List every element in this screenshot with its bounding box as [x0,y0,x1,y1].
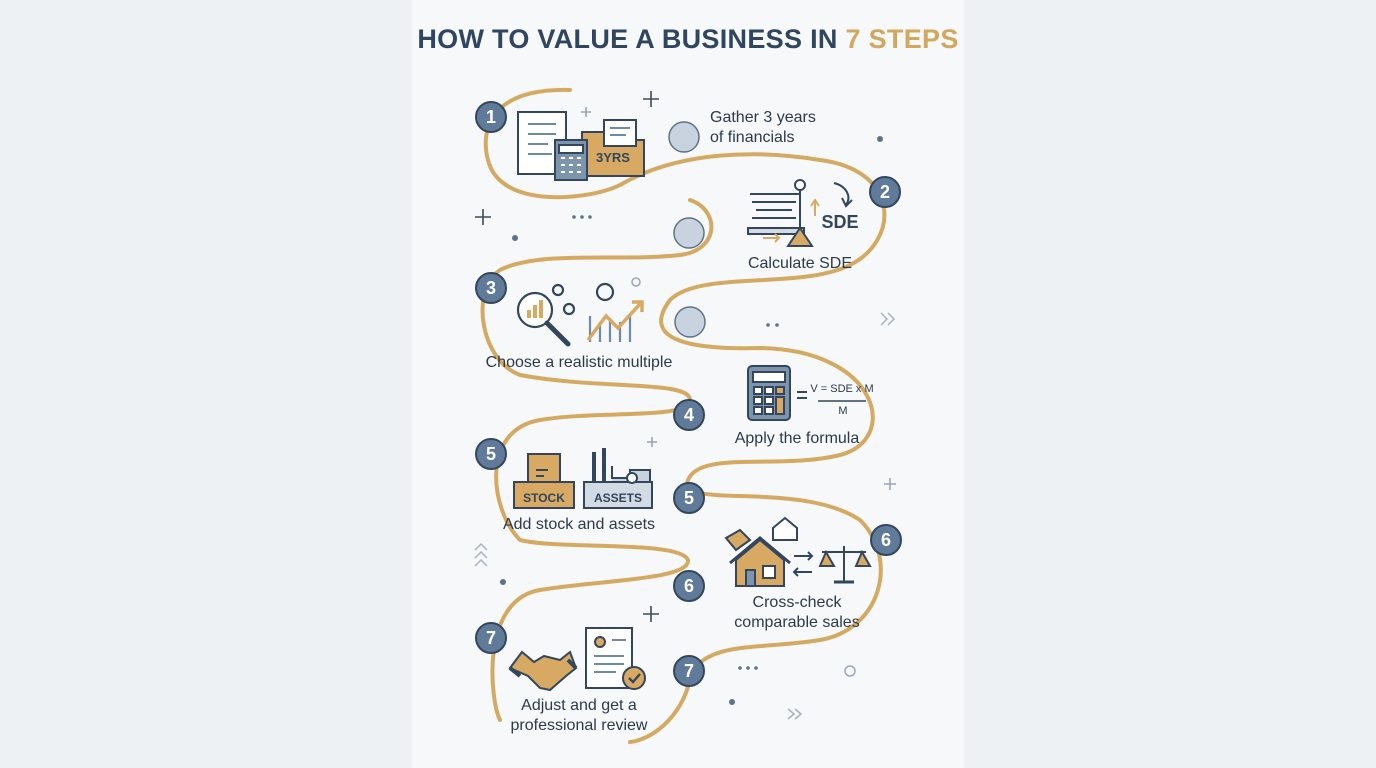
decor-rings [631,277,856,677]
step-1-label: Gather 3 years of financials [710,108,816,148]
step-7-label-line-2: professional review [510,717,648,734]
title-main: HOW TO VALUE A BUSINESS IN [417,24,846,54]
step-badge-1: 1 [475,101,507,133]
step-1-label-line-2: of financials [710,129,795,146]
boxes-factory-icon [513,448,653,509]
step-6-label-line-2: comparable sales [734,614,860,631]
step-6-label: Cross-check comparable sales [718,593,876,633]
path-dots [668,121,706,338]
documents-folder-calculator-icon [517,111,645,181]
step-6-label-line-1: Cross-check [752,594,842,611]
step-2-label: Calculate SDE [747,255,853,272]
step-badge-5-left: 5 [475,438,507,470]
magnifier-growth-chart-icon [516,282,644,347]
step-badge-4: 4 [673,399,705,431]
step-3-label: Choose a realistic multiple [485,354,673,371]
title-accent: 7 STEPS [845,24,959,54]
step-badge-7-right: 7 [673,655,705,687]
step-1-label-line-1: Gather 3 years [710,109,816,126]
step-badge-5-right: 5 [673,482,705,514]
step-5-label: Add stock and assets [502,516,656,533]
house-scale-icon [724,516,872,587]
step-7-label-line-1: Adjust and get a [521,697,637,714]
decor-chevrons [474,312,896,720]
step-badge-2: 2 [869,176,901,208]
formula-bottom: M [838,405,847,417]
step-badge-6-right: 6 [870,524,902,556]
step-badge-3: 3 [475,272,507,304]
step-badge-6-left: 6 [673,570,705,602]
icon-tag-stock: STOCK [523,491,565,505]
icon-tag-sde: SDE [821,212,858,232]
decor-sparkles [475,91,896,622]
icon-tag-3yrs: 3YRS [596,150,630,165]
icon-tag-assets: ASSETS [594,491,642,505]
balance-scale-sde-icon [747,179,853,247]
step-4-label: Apply the formula [734,430,860,447]
step-badge-7-left: 7 [475,622,507,654]
winding-path [480,87,887,744]
step-7-label: Adjust and get a professional review [488,696,670,736]
page-title: HOW TO VALUE A BUSINESS IN 7 STEPS [0,24,1376,55]
calculator-icon [747,365,866,421]
decor-dots [500,136,883,705]
handshake-document-icon [508,627,646,692]
formula-top: V = SDE x M [810,383,873,395]
